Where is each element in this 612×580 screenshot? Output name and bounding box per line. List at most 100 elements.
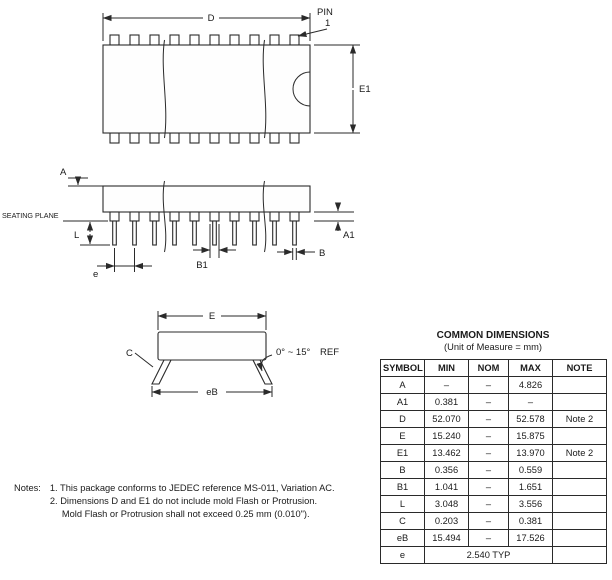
right-lead — [252, 359, 273, 385]
table-header-row: SYMBOL MIN NOM MAX NOTE — [380, 359, 607, 377]
cell-note — [552, 393, 607, 411]
dim-d: D — [102, 13, 311, 41]
dim-e-pitch-label: e — [93, 269, 98, 280]
cell-max: 0.381 — [508, 512, 553, 530]
dim-b: B — [277, 248, 325, 260]
cell-max: 4.826 — [508, 376, 553, 394]
lead-angle-label: 0° ~ 15° — [276, 347, 310, 358]
package-body-end — [151, 331, 273, 385]
pin1-callout: PIN 1 — [297, 7, 333, 38]
cell-nom: – — [468, 444, 509, 462]
cell-nom: – — [468, 410, 509, 428]
cell-max: 0.559 — [508, 461, 553, 479]
pin1-arrow — [297, 28, 328, 38]
cell-max: 52.578 — [508, 410, 553, 428]
table-subtitle: (Unit of Measure = mm) — [444, 342, 542, 352]
table-row: eB 15.494 – 17.526 — [380, 529, 607, 547]
seating-plane-callout: SEATING PLANE — [2, 211, 108, 222]
cell-note — [552, 376, 607, 394]
cell-nom: – — [468, 427, 509, 445]
dim-a: A — [60, 167, 103, 187]
header-note: NOTE — [552, 359, 607, 377]
table-row: C 0.203 – 0.381 — [380, 512, 607, 530]
table-row: E 15.240 – 15.875 — [380, 427, 607, 445]
cell-note: Note 2 — [552, 444, 607, 462]
cell-max: – — [508, 393, 553, 411]
cell-typ-value: 2.540 TYP — [424, 546, 553, 564]
dim-eb-label: eB — [206, 387, 218, 398]
cell-min: 0.203 — [424, 512, 469, 530]
left-lead — [151, 359, 172, 385]
cell-max: 15.875 — [508, 427, 553, 445]
cell-note — [552, 461, 607, 479]
dim-a1-label: A1 — [343, 230, 355, 241]
cell-note — [552, 546, 607, 564]
table-row-e-pitch: e 2.540 TYP — [380, 546, 607, 564]
cell-max: 13.970 — [508, 444, 553, 462]
cell-symbol: D — [380, 410, 425, 428]
cell-note — [552, 512, 607, 530]
cell-nom: – — [468, 376, 509, 394]
cell-min: 52.070 — [424, 410, 469, 428]
cell-symbol: E1 — [380, 444, 425, 462]
lead-angle-callout: 0° ~ 15° REF — [256, 347, 339, 372]
table-row: E1 13.462 – 13.970 Note 2 — [380, 444, 607, 462]
top-view: D PIN 1 E1 — [102, 7, 371, 144]
cell-nom: – — [468, 478, 509, 496]
dim-c: C — [126, 348, 154, 368]
notes: Notes: 1. This package conforms to JEDEC… — [14, 482, 404, 521]
angle-leader — [256, 354, 273, 372]
lead-angle-ref-label: REF — [320, 347, 339, 358]
dimensions-table: SYMBOL MIN NOM MAX NOTE A – – 4.826 A1 — [380, 359, 607, 564]
cell-min: 0.356 — [424, 461, 469, 479]
cell-min: 0.381 — [424, 393, 469, 411]
break-line — [162, 180, 167, 253]
cell-min: 15.494 — [424, 529, 469, 547]
cell-symbol: eB — [380, 529, 425, 547]
pin1-label: PIN — [317, 7, 333, 18]
dim-a1: A1 — [314, 202, 355, 241]
break-line — [262, 39, 267, 139]
dim-l: L — [74, 221, 110, 246]
dim-e1: E1 — [314, 44, 371, 134]
package-body-side — [102, 180, 311, 253]
cell-symbol: B — [380, 461, 425, 479]
table-title: COMMON DIMENSIONS — [436, 330, 550, 341]
dim-e-width-label: E — [209, 311, 215, 322]
header-min: MIN — [424, 359, 469, 377]
cell-nom: – — [468, 461, 509, 479]
dim-b1: B1 — [193, 224, 236, 271]
cell-note: Note 2 — [552, 410, 607, 428]
header-max: MAX — [508, 359, 553, 377]
note-line: 1. This package conforms to JEDEC refere… — [49, 483, 335, 493]
cell-nom: – — [468, 495, 509, 513]
table-row: B1 1.041 – 1.651 — [380, 478, 607, 496]
table-row: A – – 4.826 — [380, 376, 607, 394]
cell-symbol: A — [380, 376, 425, 394]
dim-eb: eB — [151, 386, 273, 398]
break-line — [262, 180, 267, 253]
note-line: Mold Flash or Protrusion shall not excee… — [61, 509, 310, 519]
pin1-number: 1 — [325, 18, 330, 29]
cell-note — [552, 529, 607, 547]
cell-min: – — [424, 376, 469, 394]
common-dimensions-panel: COMMON DIMENSIONS (Unit of Measure = mm)… — [380, 330, 607, 564]
cell-note — [552, 495, 607, 513]
package-body-top — [102, 34, 311, 144]
table-row: A1 0.381 – – — [380, 393, 607, 411]
cell-symbol: A1 — [380, 393, 425, 411]
header-symbol: SYMBOL — [380, 359, 425, 377]
dim-e1-label: E1 — [359, 84, 371, 95]
cell-min: 3.048 — [424, 495, 469, 513]
break-line — [162, 39, 167, 139]
dim-c-label: C — [126, 348, 133, 359]
dim-l-label: L — [74, 230, 79, 241]
dim-a-label: A — [60, 167, 67, 178]
cell-min: 1.041 — [424, 478, 469, 496]
dim-d-label: D — [208, 13, 215, 24]
dim-e-width: E — [157, 311, 267, 330]
dim-e-pitch: e — [93, 248, 152, 280]
cell-min: 13.462 — [424, 444, 469, 462]
